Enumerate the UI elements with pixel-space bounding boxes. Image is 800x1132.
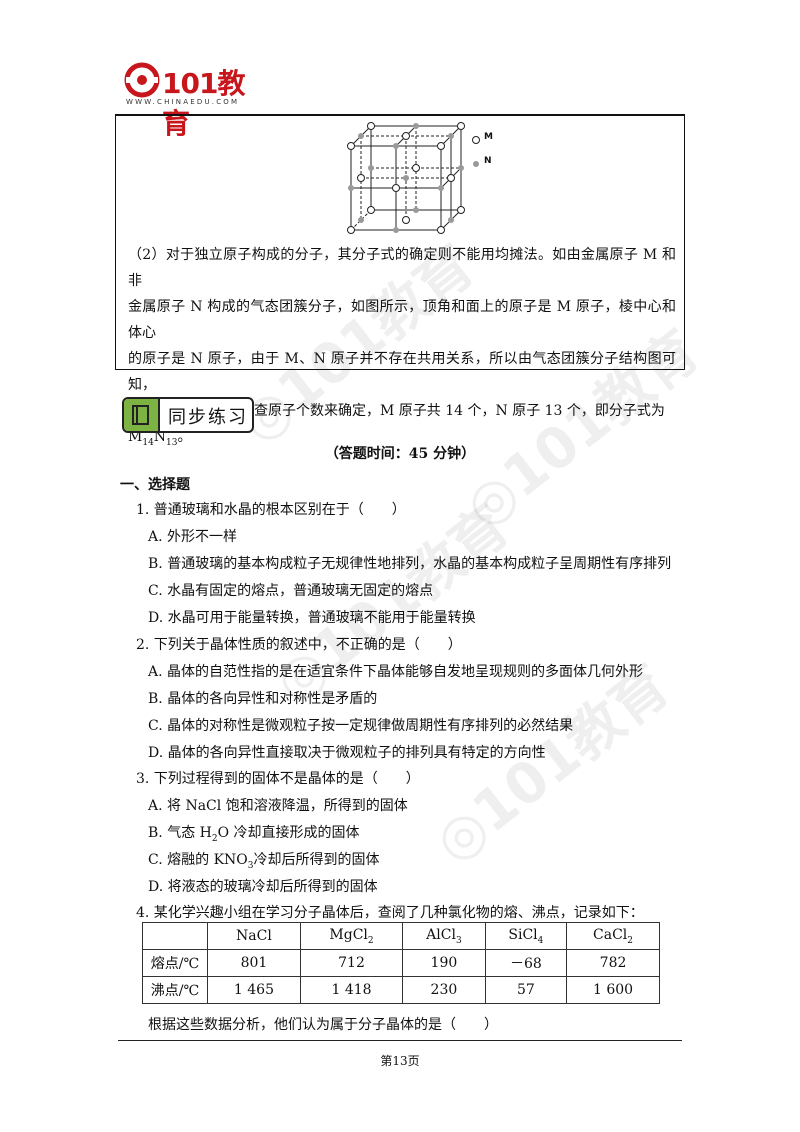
table-cell: 230 bbox=[402, 976, 486, 1004]
cluster-structure-figure bbox=[347, 122, 480, 234]
option: A. 晶体的自范性指的是在适宜条件下晶体能够自发地呈现规则的多面体几何外形 bbox=[148, 664, 644, 680]
part-heading: 一、选择题 bbox=[120, 477, 190, 493]
option: B. 气态 H2O 冷却直接形成的固体 bbox=[148, 825, 360, 844]
example-paragraph: （2）对于独立原子构成的分子，其分子式的确定则不能用均摊法。如由金属原子 M 和… bbox=[128, 242, 676, 456]
example-box: M N （2）对于独立原子构成的分子，其分子式的确定则不能用均摊法。如由金属原子… bbox=[115, 114, 685, 448]
table-cell: －68 bbox=[484, 949, 568, 977]
table-cell: SiCl4 bbox=[484, 922, 568, 950]
question-stem: 2. 下列关于晶体性质的叙述中，不正确的是（ ） bbox=[136, 637, 462, 653]
legend-m-label: M bbox=[484, 132, 493, 142]
table-row: 沸点/℃ 1 465 1 418 230 57 1 600 bbox=[142, 976, 660, 1004]
table-cell bbox=[142, 922, 208, 950]
logo-mark-icon bbox=[124, 62, 160, 98]
table-cell: 712 bbox=[299, 949, 404, 977]
table-cell: 1 418 bbox=[299, 976, 404, 1004]
option: C. 熔融的 KNO3冷却后所得到的固体 bbox=[148, 852, 380, 871]
table-cell: 熔点/℃ bbox=[142, 949, 208, 977]
option: A. 将 NaCl 饱和溶液降温，所得到的固体 bbox=[148, 798, 408, 814]
table-cell: MgCl2 bbox=[299, 922, 404, 950]
brand-logo: 101教育 WWW.CHINAEDU.COM bbox=[124, 62, 264, 140]
option: A. 外形不一样 bbox=[148, 529, 238, 545]
paragraph-line: 金属原子 N 构成的气态团簇分子，如图所示，顶角和面上的原子是 M 原子，棱中心… bbox=[128, 299, 676, 341]
section-title: 同步练习 bbox=[168, 407, 248, 428]
table-cell: 1 465 bbox=[207, 976, 301, 1004]
table-cell: 782 bbox=[566, 949, 660, 977]
molecular-formula: M14N13。 bbox=[128, 429, 192, 448]
time-note: （答题时间：45 分钟） bbox=[324, 446, 476, 462]
brand-url: WWW.CHINAEDU.COM bbox=[126, 98, 240, 106]
option: D. 水晶可用于能量转换，普通玻璃不能用于能量转换 bbox=[148, 610, 476, 626]
question-stem: 1. 普通玻璃和水晶的根本区别在于（ ） bbox=[136, 502, 406, 518]
section-header: 同步练习 bbox=[122, 397, 254, 433]
table-cell: 190 bbox=[402, 949, 486, 977]
question-stem: 3. 下列过程得到的固体不是晶体的是（ ） bbox=[136, 771, 420, 787]
question-stem: 4. 某化学兴趣小组在学习分子晶体后，查阅了几种氯化物的熔、沸点，记录如下： bbox=[136, 905, 644, 921]
table-cell: 57 bbox=[484, 976, 568, 1004]
table-cell: AlCl3 bbox=[402, 922, 486, 950]
melting-boiling-table: NaCl MgCl2 AlCl3 SiCl4 CaCl2 熔点/℃ 801 71… bbox=[142, 922, 660, 1004]
option: B. 普通玻璃的基本构成粒子无规律性地排列，水晶的基本构成粒子呈周期性有序排列 bbox=[148, 556, 672, 572]
paragraph-line: （2）对于独立原子构成的分子，其分子式的确定则不能用均摊法。如由金属原子 M 和… bbox=[128, 247, 676, 289]
table-cell: 801 bbox=[207, 949, 301, 977]
option: B. 晶体的各向异性和对称性是矛盾的 bbox=[148, 691, 378, 707]
table-header-row: NaCl MgCl2 AlCl3 SiCl4 CaCl2 bbox=[142, 922, 660, 950]
table-cell: CaCl2 bbox=[566, 922, 660, 950]
legend-n-label: N bbox=[484, 156, 492, 166]
table-cell: NaCl bbox=[207, 922, 301, 950]
question-followup: 根据这些数据分析，他们认为属于分子晶体的是（ ） bbox=[148, 1017, 498, 1033]
brand-name: 101教育 bbox=[162, 67, 245, 140]
option: C. 晶体的对称性是微观粒子按一定规律做周期性有序排列的必然结果 bbox=[148, 718, 574, 734]
page-number: 第13页 bbox=[380, 1054, 420, 1068]
table-cell: 1 600 bbox=[566, 976, 660, 1004]
footer-divider bbox=[118, 1040, 682, 1041]
book-icon bbox=[124, 399, 160, 431]
paragraph-line: 的原子是 N 原子，由于 M、N 原子并不存在共用关系，所以由气态团簇分子结构图… bbox=[128, 351, 676, 393]
option: C. 水晶有固定的熔点，普通玻璃无固定的熔点 bbox=[148, 583, 434, 599]
table-row: 熔点/℃ 801 712 190 －68 782 bbox=[142, 949, 660, 977]
paragraph-line: 其分子式可由示意图查原子个数来确定，M 原子共 14 个，N 原子 13 个，即… bbox=[128, 403, 665, 419]
option: D. 晶体的各向异性直接取决于微观粒子的排列具有特定的方向性 bbox=[148, 745, 546, 761]
table-cell: 沸点/℃ bbox=[142, 976, 208, 1004]
option: D. 将液态的玻璃冷却后所得到的固体 bbox=[148, 879, 378, 895]
